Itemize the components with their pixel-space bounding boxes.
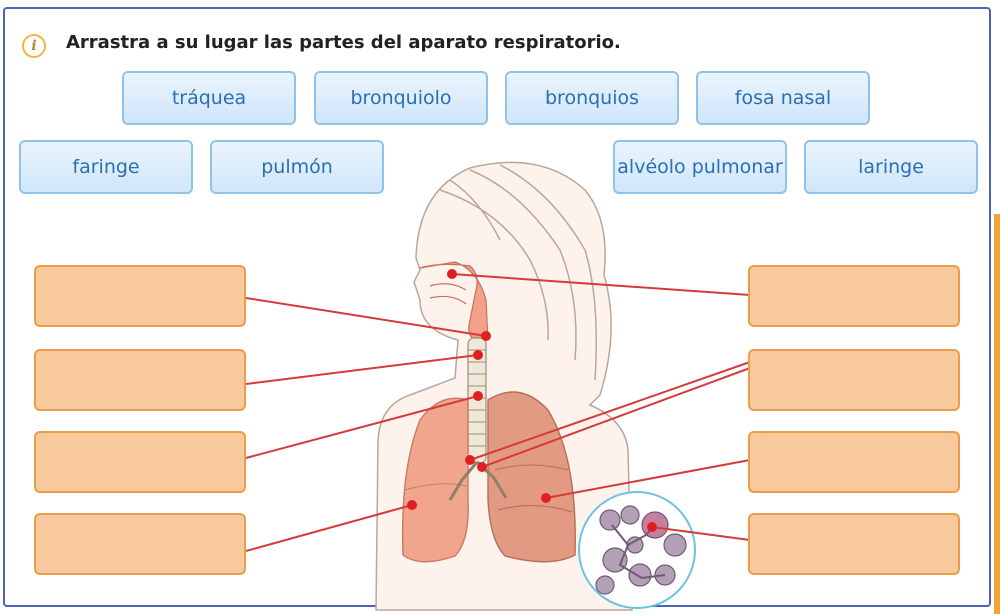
nasal-cavity bbox=[419, 261, 489, 341]
chip-fosa-nasal[interactable]: fosa nasal bbox=[696, 71, 870, 125]
pointer-lines bbox=[245, 273, 751, 552]
left-lung bbox=[401, 397, 469, 563]
chip-pulmon[interactable]: pulmón bbox=[210, 140, 384, 194]
chip-traquea[interactable]: tráquea bbox=[122, 71, 296, 125]
drop-slot-right-3[interactable] bbox=[748, 431, 960, 493]
drop-slot-left-4[interactable] bbox=[34, 513, 246, 575]
drop-slot-left-3[interactable] bbox=[34, 431, 246, 493]
scroll-accent-bar bbox=[994, 214, 1000, 614]
drop-slot-right-4[interactable] bbox=[748, 513, 960, 575]
chip-alveolo-pulmonar[interactable]: alvéolo pulmonar bbox=[613, 140, 787, 194]
chip-laringe[interactable]: laringe bbox=[804, 140, 978, 194]
drop-slot-left-1[interactable] bbox=[34, 265, 246, 327]
instruction-text: Arrastra a su lugar las partes del apara… bbox=[66, 32, 621, 53]
info-icon[interactable]: i bbox=[22, 34, 46, 58]
pointer-dots bbox=[407, 269, 657, 532]
drop-slot-right-1[interactable] bbox=[748, 265, 960, 327]
chip-bronquiolo[interactable]: bronquiolo bbox=[314, 71, 488, 125]
alveoli-inset bbox=[578, 491, 696, 609]
drop-slot-right-2[interactable] bbox=[748, 349, 960, 411]
chip-bronquios[interactable]: bronquios bbox=[505, 71, 679, 125]
chip-faringe[interactable]: faringe bbox=[19, 140, 193, 194]
right-lung bbox=[487, 391, 576, 563]
drop-slot-left-2[interactable] bbox=[34, 349, 246, 411]
